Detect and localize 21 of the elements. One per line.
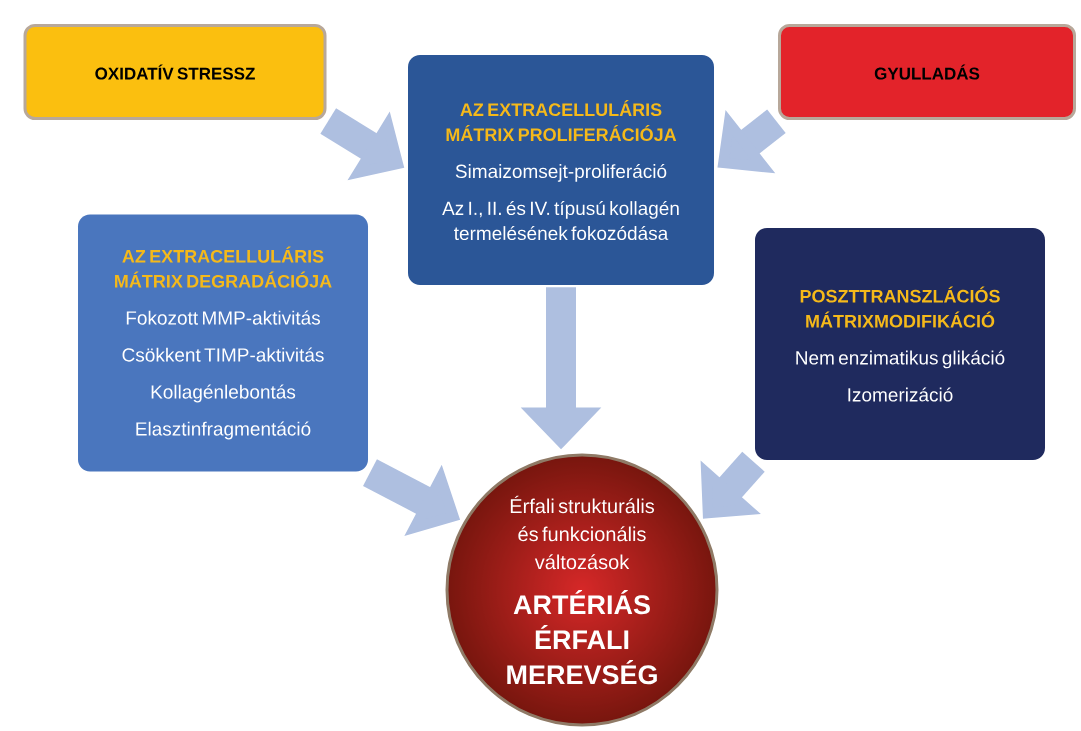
cause-box [23,24,327,120]
process-box [78,214,368,472]
process-box [408,55,714,285]
process-box [755,228,1045,460]
list-item: Elasztinfragmentáció [136,421,311,440]
list-item: Az I., II. és IV. típusú kollagén termelésének fokozódása [442,200,679,241]
circle-heading: ARTÉRIÁS ÉRFALI MEREVSÉG [507,590,657,685]
box-label: GYULLADÁS [874,64,980,80]
result-circle [445,453,719,727]
box-heading: AZ EXTRACELLULÁRIS MÁTRIX DEGRADÁCIÓJA [115,246,332,288]
circle-text: Érfali strukturális és funkcionális változások [510,495,655,570]
list-item: Izomerizáció [848,387,953,402]
list-item: Csökkent TIMP-aktivitás [122,347,324,362]
list-item: Fokozott MMP-aktivitás [126,310,321,325]
box-heading: AZ EXTRACELLULÁRIS MÁTRIX PROLIFERÁCIÓJA [446,99,677,142]
cause-box [778,24,1076,120]
box-label: OXIDATÍV STRESSZ [95,64,255,80]
list-item: Nem enzimatikus glikáció [796,350,1005,369]
list-item: Simaizomsejt-proliferáció [455,163,667,182]
box-heading: POSZTTRANSZLÁCIÓS MÁTRIXMODIFIKÁCIÓ [800,286,1000,328]
list-item: Kollagénlebontás [151,384,296,403]
